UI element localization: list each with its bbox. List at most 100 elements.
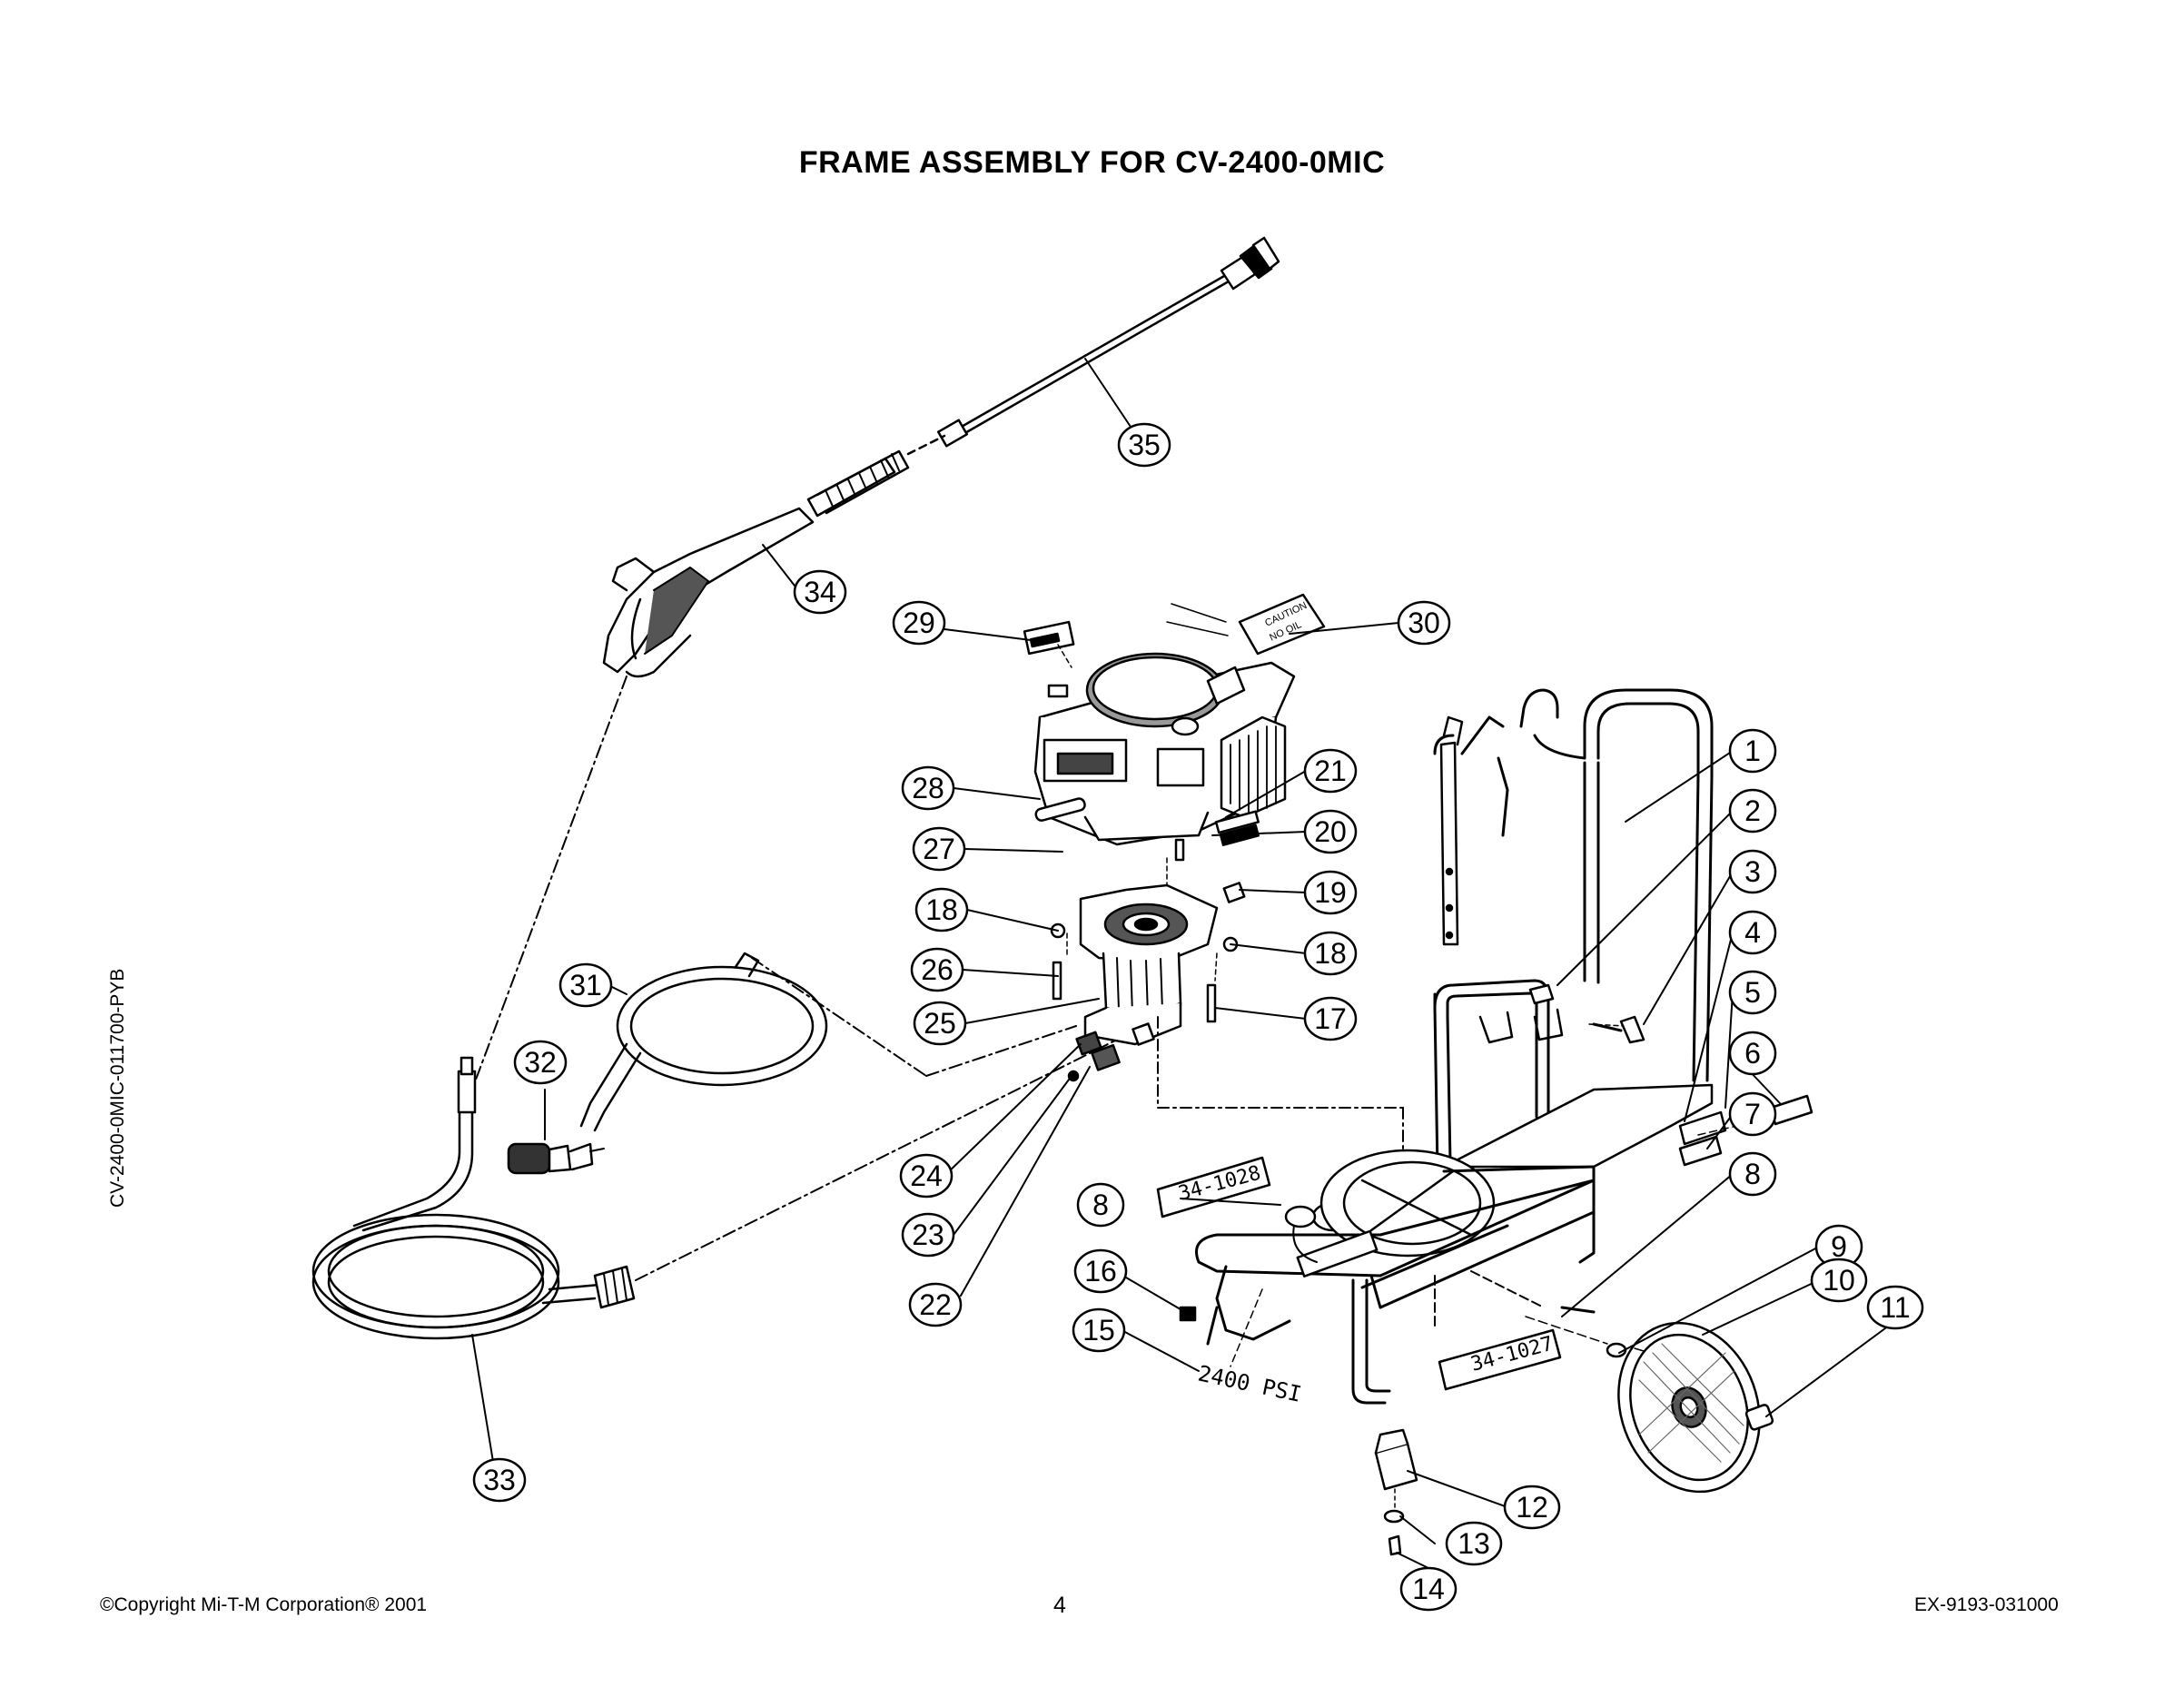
callout-12: 12 (1503, 1485, 1561, 1530)
high-pressure-hose (311, 1039, 1118, 1340)
handle-bracket (1528, 983, 1555, 1005)
callout-9: 9 (1814, 1224, 1863, 1269)
callout-24: 24 (899, 1153, 954, 1199)
handle (1433, 688, 1586, 946)
decal-4 (1678, 1110, 1727, 1146)
callout-4: 4 (1728, 910, 1777, 955)
callout-26: 26 (910, 947, 964, 992)
callout-28-number: 28 (912, 772, 944, 804)
callout-5-number: 5 (1744, 976, 1761, 1009)
callout-28: 28 (901, 765, 955, 811)
callout-17: 17 (1303, 996, 1358, 1041)
callout-8-left: 8 (1076, 1182, 1125, 1228)
callouts: 1 2 3 4 5 6 7 8 8 9 10 11 12 13 14 15 16… (472, 422, 1924, 1612)
callout-15: 15 (1072, 1307, 1126, 1353)
callout-24-number: 24 (910, 1159, 943, 1192)
callout-21-number: 21 (1314, 755, 1347, 787)
engine: CAUTION NO OIL (1023, 593, 1326, 900)
callout-6: 6 (1728, 1031, 1777, 1076)
callout-22-number: 22 (919, 1288, 952, 1321)
decal-16 (1179, 1306, 1197, 1322)
callout-6-number: 6 (1744, 1037, 1761, 1070)
callout-29-number: 29 (903, 607, 935, 639)
callout-11: 11 (1866, 1285, 1924, 1330)
callout-30-number: 30 (1408, 607, 1440, 639)
callout-14-number: 14 (1412, 1573, 1445, 1605)
copyright-notice: ©Copyright Mi-T-M Corporation® 2001 (100, 1594, 428, 1615)
callout-31-number: 31 (569, 969, 602, 1001)
wheel (1525, 1316, 1774, 1494)
callout-2-number: 2 (1744, 794, 1761, 827)
decal-8-left (1156, 1156, 1271, 1218)
callout-8b-number: 8 (1744, 1158, 1761, 1190)
callout-10-number: 10 (1823, 1264, 1855, 1297)
callout-31: 31 (558, 962, 613, 1008)
callout-10: 10 (1810, 1258, 1868, 1303)
callout-23: 23 (901, 1212, 955, 1258)
callout-8-right: 8 (1728, 1151, 1777, 1197)
callout-29: 29 (892, 600, 946, 646)
callout-25-number: 25 (924, 1007, 956, 1040)
callout-7-number: 7 (1744, 1098, 1761, 1130)
callout-21: 21 (1303, 748, 1358, 794)
callout-26-number: 26 (921, 953, 954, 986)
callout-16-number: 16 (1084, 1255, 1117, 1287)
callout-11-number: 11 (1880, 1291, 1910, 1324)
psi-decal: 2400 PSI (1196, 1360, 1304, 1406)
callout-12-number: 12 (1516, 1491, 1548, 1524)
callout-14: 14 (1399, 1566, 1458, 1612)
spray-wand (906, 236, 1280, 456)
callout-18-left: 18 (914, 887, 969, 932)
callout-35: 35 (1117, 422, 1171, 468)
callout-20: 20 (1303, 809, 1358, 854)
callout-7: 7 (1728, 1091, 1777, 1137)
callout-3: 3 (1728, 849, 1777, 894)
frame (1195, 688, 1714, 1405)
callout-18b-number: 18 (1314, 937, 1347, 970)
callout-33: 33 (472, 1457, 527, 1503)
callout-16: 16 (1073, 1248, 1128, 1294)
callout-18a-number: 18 (925, 893, 958, 926)
page-number: 4 (1053, 1593, 1066, 1618)
callout-13: 13 (1445, 1521, 1503, 1566)
document-code: EX-9193-031000 (1914, 1594, 2059, 1615)
callout-1-number: 1 (1744, 735, 1761, 767)
callout-27: 27 (912, 826, 966, 872)
callout-3-number: 3 (1744, 855, 1761, 888)
callout-22: 22 (908, 1282, 963, 1327)
decal-8-right (1438, 1328, 1562, 1391)
callout-20-number: 20 (1314, 815, 1347, 848)
callout-13-number: 13 (1458, 1527, 1490, 1560)
callout-30: 30 (1397, 600, 1451, 646)
callout-19-number: 19 (1314, 876, 1347, 909)
callout-19: 19 (1303, 870, 1358, 915)
callout-5: 5 (1728, 970, 1777, 1015)
handle-knob (1619, 1015, 1645, 1044)
callout-34: 34 (793, 569, 847, 615)
callout-8a-number: 8 (1092, 1189, 1109, 1221)
callout-9-number: 9 (1831, 1230, 1847, 1263)
callout-32: 32 (513, 1040, 568, 1085)
pump (1050, 882, 1404, 1199)
callout-leaders (471, 358, 1890, 1569)
callout-25: 25 (913, 1001, 967, 1046)
callout-1: 1 (1728, 728, 1777, 774)
inlet-hose (579, 952, 1077, 1132)
callout-33-number: 33 (483, 1464, 516, 1496)
callout-23-number: 23 (912, 1218, 944, 1251)
page-title: FRAME ASSEMBLY FOR CV-2400-0MIC (798, 145, 1386, 180)
callout-2: 2 (1728, 788, 1777, 834)
callout-35-number: 35 (1128, 429, 1161, 461)
callout-34-number: 34 (804, 576, 836, 608)
spray-gun (602, 449, 910, 678)
callout-32-number: 32 (524, 1046, 557, 1079)
foot-caster (1374, 1428, 1418, 1556)
callout-18-right: 18 (1303, 931, 1358, 976)
callout-27-number: 27 (923, 833, 955, 865)
callout-4-number: 4 (1744, 916, 1761, 949)
callout-15-number: 15 (1082, 1314, 1115, 1347)
inlet-filter (507, 1142, 605, 1175)
callout-17-number: 17 (1314, 1002, 1347, 1035)
